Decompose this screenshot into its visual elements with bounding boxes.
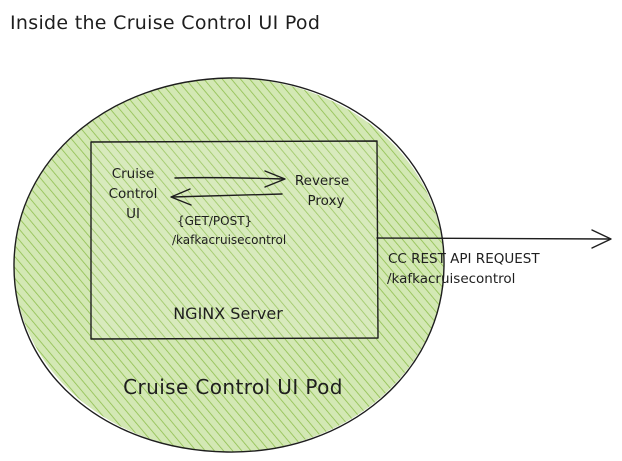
diagram-title: Inside the Cruise Control UI Pod [10,12,320,34]
external-request-label: CC REST API REQUEST [388,251,540,267]
reverse-proxy-label-line2: Proxy [308,193,345,209]
external-request-path: /kafkacruisecontrol [387,271,515,287]
pod-label: Cruise Control UI Pod [123,375,343,399]
external-request-arrow [376,229,612,249]
cruise-control-ui-label-line2: Control [109,186,158,202]
internal-request-path: /kafkacruisecontrol [172,233,286,247]
cruise-control-ui-label-line1: Cruise [112,166,155,182]
reverse-proxy-label-line1: Reverse [295,173,349,189]
nginx-server-label: NGINX Server [173,304,283,323]
cruise-control-ui-label-line3: UI [126,206,140,222]
nginx-server-box [90,140,379,340]
response-arrow-left [170,188,283,206]
internal-request-method: {GET/POST} [177,214,252,228]
pod-ellipse [13,77,445,453]
request-arrow-right [174,170,286,188]
